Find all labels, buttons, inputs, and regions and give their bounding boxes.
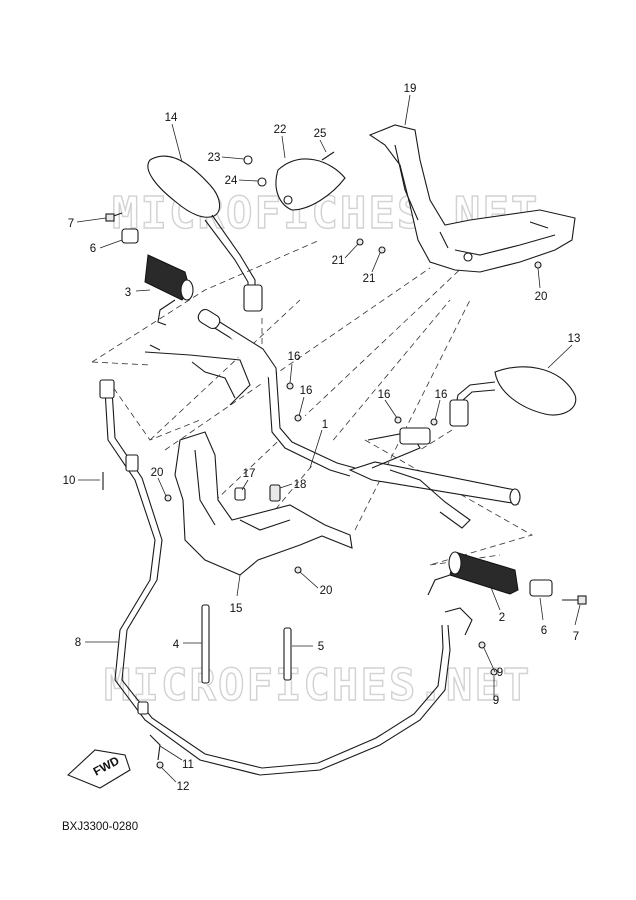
callout-17: 17 [243,468,256,480]
handlebar-part-1 [144,308,521,529]
cable-ties [201,604,292,684]
drawing-code: BXJ3300-0280 [62,821,138,833]
callout-16-b: 16 [300,385,313,397]
callout-12: 12 [177,781,190,793]
callout-5: 5 [318,641,324,653]
assembly-lines [91,239,534,566]
rear-cover-part-19 [368,124,576,273]
callout-20-a: 20 [151,467,164,479]
callout-16-d: 16 [435,389,448,401]
callout-24: 24 [225,175,238,187]
left-mirror-part-14 [147,155,263,312]
callout-21-b: 21 [363,273,376,285]
callout-19: 19 [404,83,417,95]
callout-25: 25 [314,128,327,140]
callout-3: 3 [125,287,131,299]
callout-15: 15 [230,603,243,615]
screws [102,151,587,676]
callout-16-c: 16 [378,389,391,401]
callout-7-top: 7 [68,218,74,230]
callout-13: 13 [568,333,581,345]
right-mirror-part-13 [449,366,577,427]
callout-21-a: 21 [332,255,345,267]
callout-20-c: 20 [535,291,548,303]
fwd-arrow: FWD [66,749,131,789]
callout-4: 4 [173,639,180,651]
callout-6-top: 6 [90,243,96,255]
callout-9-a: 9 [497,667,503,679]
callout-23: 23 [208,152,221,164]
callout-14: 14 [165,112,178,124]
callout-16-a: 16 [288,351,301,363]
panel-part-22 [275,158,346,211]
left-grip-part-3 [144,254,194,326]
brake-cable-part-8 [99,379,473,776]
callout-18: 18 [294,479,307,491]
callout-9-b: 9 [493,695,499,707]
callout-10: 10 [63,475,76,487]
right-grip-part-2 [427,551,519,596]
callout-1: 1 [322,419,328,431]
callout-22: 22 [274,124,287,136]
callout-2: 2 [499,612,505,624]
callout-8: 8 [75,637,81,649]
callout-6-bottom: 6 [541,625,547,637]
callout-20-b: 20 [320,585,333,597]
callout-11: 11 [182,759,194,771]
bar-end-part-6 [121,228,553,597]
callout-7-bottom: 7 [573,631,579,643]
watermark-bottom: MICROFICHES.NET [104,660,531,711]
front-cover-part-15 [174,431,353,576]
callouts: 1 2 3 4 5 6 6 7 7 8 9 9 10 11 12 13 14 [63,83,581,793]
